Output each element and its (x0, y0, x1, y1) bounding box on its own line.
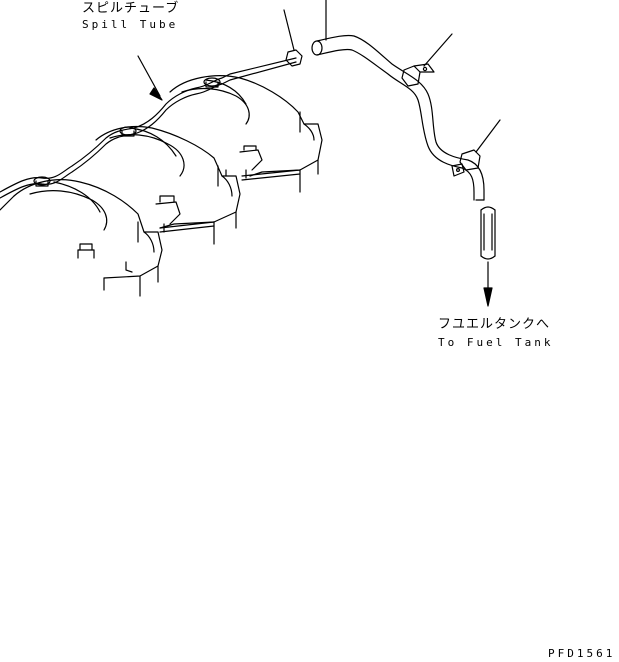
spill-tube-label-jp: スピルチューブ (82, 1, 180, 16)
drawing-code: PFD1561 (548, 647, 616, 660)
spill-tube-line (0, 50, 302, 198)
lower-clamp (452, 150, 480, 176)
nut-leader (284, 10, 294, 50)
spill-tube-label-en: Spill Tube (82, 18, 179, 31)
flow-arrow-head (484, 288, 492, 306)
upper-clamp-leader (424, 34, 452, 66)
upper-clamp (402, 64, 434, 86)
lower-clamp-leader (476, 120, 500, 152)
spill-tube-leader-arrow (150, 88, 162, 100)
return-pipe (312, 35, 495, 306)
fuel-tank-label-jp: フユエルタンクへ (438, 317, 551, 332)
fuel-hose (476, 200, 495, 259)
fuel-tank-label-en: To Fuel Tank (438, 336, 554, 349)
spill-tube-leader (138, 56, 160, 96)
leader-lines (138, 0, 500, 152)
